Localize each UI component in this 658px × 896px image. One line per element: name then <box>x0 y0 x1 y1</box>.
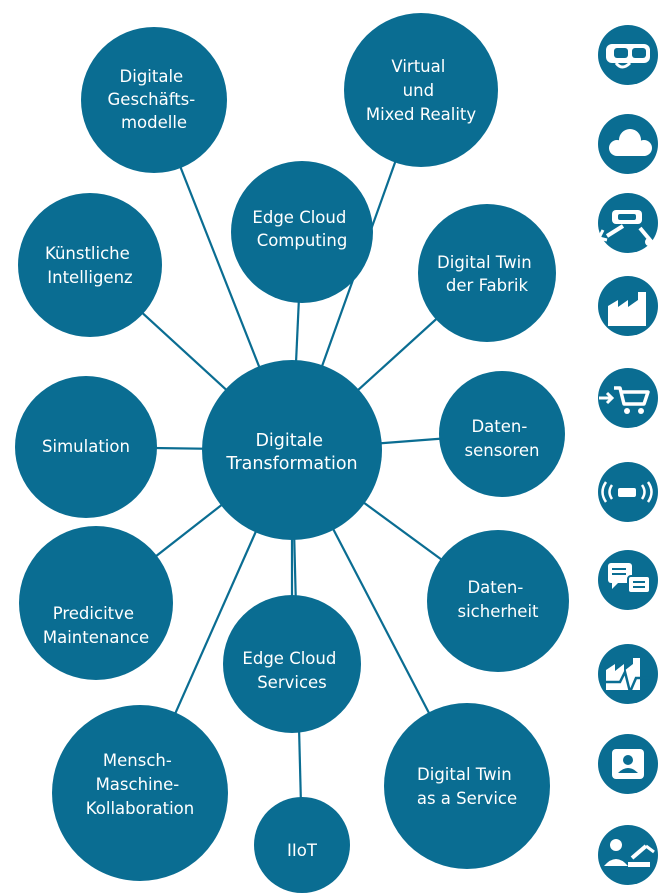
sensor-signal-icon <box>598 462 658 522</box>
node-predictive-label: Predicitve Maintenance <box>43 604 149 647</box>
vr-headset-icon <box>598 25 658 85</box>
node-datensensoren-label: Daten- sensoren <box>465 417 540 460</box>
node-vr-label: Virtual und Mixed Reality <box>366 57 477 124</box>
center-node: Digitale Transformation <box>202 360 382 540</box>
node-twin-service: Digital Twin as a Service <box>384 703 550 869</box>
user-id-icon <box>598 734 658 794</box>
node-ki: Künstliche Intelligenz <box>18 193 162 337</box>
node-mensch-maschine-label: Mensch- Maschine- Kollaboration <box>86 751 194 818</box>
chat-bubbles-icon <box>598 550 658 610</box>
icon-column <box>596 25 658 885</box>
node-twin-fabrik: Digital Twin der Fabrik <box>418 204 556 342</box>
node-edge-services: Edge Cloud Services <box>223 595 361 733</box>
node-datensicherheit: Daten- sicherheit <box>427 530 569 672</box>
node-edge-services-label: Edge Cloud Services <box>242 649 341 692</box>
node-datensicherheit-label: Daten- sicherheit <box>457 578 539 621</box>
node-twin-fabrik-label: Digital Twin der Fabrik <box>437 253 537 295</box>
node-vr: Virtual und Mixed Reality <box>344 13 498 167</box>
node-iiot: IIoT <box>254 797 350 893</box>
center-label: Digitale Transformation <box>225 431 357 474</box>
node-edge-computing: Edge Cloud Computing <box>231 161 373 303</box>
node-twin-service-label: Digital Twin as a Service <box>417 765 517 808</box>
node-datensensoren: Daten- sensoren <box>439 371 565 497</box>
node-geschaeftsmodelle-label: Digitale Geschäfts- modelle <box>108 67 201 132</box>
human-robot-icon <box>598 825 658 885</box>
factory-monitoring-icon <box>598 644 658 704</box>
cloud-icon <box>598 114 658 174</box>
node-simulation: Simulation <box>15 376 157 518</box>
node-predictive: Predicitve Maintenance <box>19 526 173 680</box>
shopping-cart-icon <box>598 368 658 428</box>
node-iiot-label: IIoT <box>287 841 318 860</box>
factory-icon <box>598 276 658 336</box>
robot-arm-icon <box>596 193 658 253</box>
node-simulation-label: Simulation <box>42 437 130 456</box>
node-mensch-maschine: Mensch- Maschine- Kollaboration <box>52 705 228 881</box>
node-ki-label: Künstliche Intelligenz <box>45 244 135 287</box>
node-geschaeftsmodelle: Digitale Geschäfts- modelle <box>81 27 227 173</box>
node-edge-computing-label: Edge Cloud Computing <box>252 208 351 250</box>
